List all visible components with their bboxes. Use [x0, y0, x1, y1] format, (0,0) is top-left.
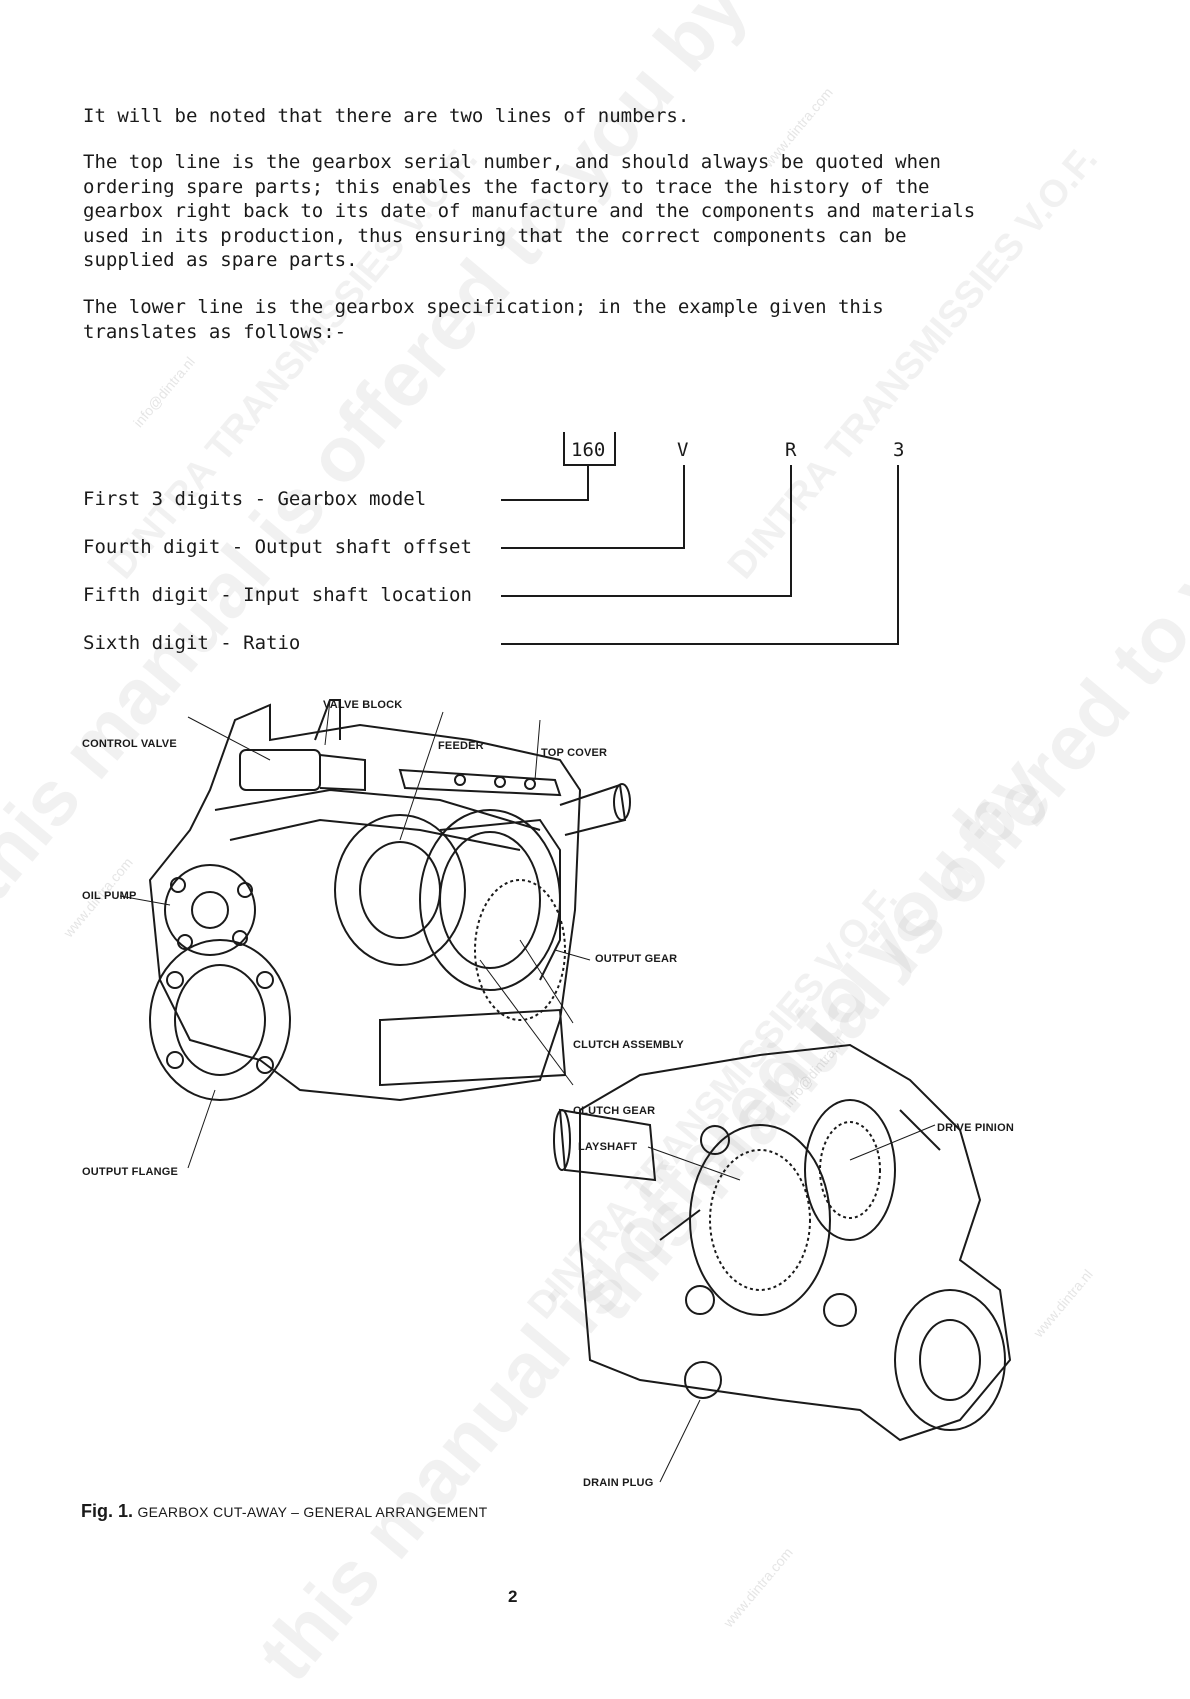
- leader-model: [501, 499, 589, 501]
- callout-oil-pump: OIL PUMP: [82, 890, 137, 902]
- label-offset: Fourth digit - Output shaft offset: [83, 536, 472, 558]
- label-model: First 3 digits - Gearbox model: [83, 488, 427, 510]
- callout-output-gear: OUTPUT GEAR: [595, 953, 678, 965]
- code-model: 160: [571, 439, 606, 461]
- callout-drain-plug: DRAIN PLUG: [583, 1477, 654, 1489]
- leader-model: [587, 465, 589, 501]
- callout-feeder: FEEDER: [438, 740, 484, 752]
- callout-control-valve: CONTROL VALVE: [82, 738, 177, 750]
- leader-ratio: [501, 643, 899, 645]
- leader-offset: [501, 547, 685, 549]
- code-location: R: [785, 439, 797, 461]
- model-bracket: [563, 432, 565, 466]
- figure-caption-text: GEARBOX CUT-AWAY – GENERAL ARRANGEMENT: [137, 1504, 488, 1520]
- gearbox-cutaway-illustration: [119, 699, 1012, 1483]
- code-ratio: 3: [893, 439, 905, 461]
- leader-location: [501, 595, 792, 597]
- specification-paragraph: The lower line is the gearbox specificat…: [83, 296, 884, 343]
- label-ratio: Sixth digit - Ratio: [83, 632, 301, 654]
- leader-ratio: [897, 465, 899, 645]
- callout-clutch-gear: CLUTCH GEAR: [573, 1105, 656, 1117]
- callout-valve-block: VALVE BLOCK: [323, 699, 403, 711]
- intro-paragraph: It will be noted that there are two line…: [83, 105, 690, 127]
- page-number: 2: [508, 1587, 518, 1606]
- callout-output-flange: OUTPUT FLANGE: [82, 1166, 179, 1178]
- leader-offset: [683, 465, 685, 549]
- code-offset: V: [677, 439, 689, 461]
- label-location: Fifth digit - Input shaft location: [83, 584, 472, 606]
- callout-layshaft: LAYSHAFT: [578, 1141, 638, 1153]
- callout-drive-pinion: DRIVE PINION: [937, 1122, 1014, 1134]
- figure-caption: Fig. 1. GEARBOX CUT-AWAY – GENERAL ARRAN…: [81, 1501, 488, 1522]
- model-bracket: [614, 432, 616, 466]
- callout-clutch-assembly: CLUTCH ASSEMBLY: [573, 1039, 684, 1051]
- watermark-email: info@dintra.nl: [130, 353, 198, 431]
- callout-top-cover: TOP COVER: [541, 747, 608, 759]
- leader-location: [790, 465, 792, 597]
- figure-caption-number: Fig. 1.: [81, 1501, 134, 1521]
- serial-number-paragraph: The top line is the gearbox serial numbe…: [83, 151, 976, 271]
- model-bracket: [563, 464, 616, 466]
